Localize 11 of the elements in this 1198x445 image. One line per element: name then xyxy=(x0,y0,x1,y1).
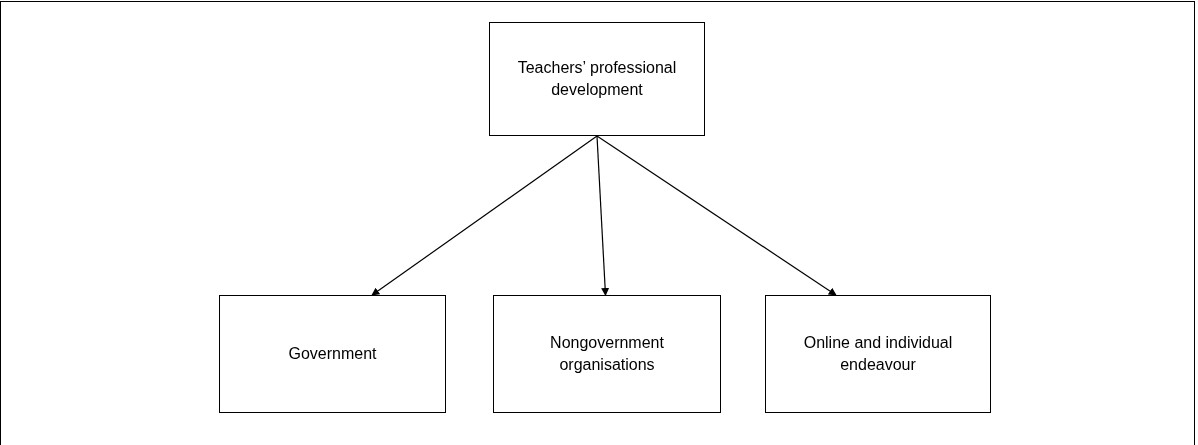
node-label: Nongovernment organisations xyxy=(549,333,665,375)
node-label: Teachers’ professional development xyxy=(516,58,678,100)
arrow xyxy=(596,135,837,296)
node-label: Online and individual endeavour xyxy=(802,333,954,375)
process-box xyxy=(493,295,721,413)
node-label: Government xyxy=(288,344,377,365)
process-box xyxy=(219,295,446,413)
arrow xyxy=(596,135,610,296)
process-box xyxy=(765,295,991,413)
process-box xyxy=(489,22,705,136)
arrow xyxy=(371,135,598,296)
